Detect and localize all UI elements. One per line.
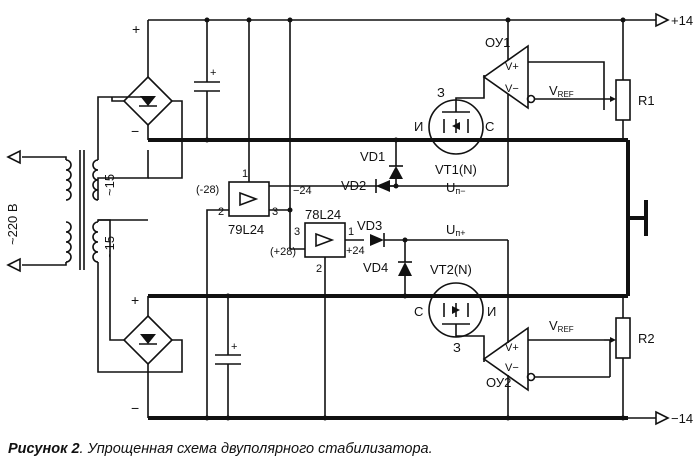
- cap-top-plus: +: [210, 67, 216, 79]
- capacitor-bottom: [215, 296, 241, 418]
- reg-pos-pin3: 3: [294, 226, 300, 238]
- reg-pos-pin1: 1: [348, 226, 354, 238]
- diode-vd2: [375, 179, 508, 193]
- vt1-gate-label: З: [437, 85, 445, 100]
- reg-pos-in-voltage: (+28): [270, 246, 296, 258]
- ou2-vref: VREF: [549, 318, 574, 334]
- output-minus-terminal: [655, 410, 670, 426]
- reg-pos-pin2: 2: [316, 263, 322, 275]
- bridge-rectifier-top: [122, 20, 174, 140]
- u-minus-label: Uп−: [446, 180, 466, 196]
- diode-vd4: [398, 240, 412, 296]
- reg-neg-in-voltage: (-28): [196, 184, 219, 196]
- vd4-label: VD4: [363, 260, 388, 275]
- secondary-top-label: ~15: [102, 174, 117, 196]
- reg-pos-out-voltage: +24: [346, 245, 365, 257]
- ou2-name: ОУ2: [486, 375, 511, 390]
- ou2-vplus: V+: [505, 342, 519, 354]
- output-minus-label: −14: [671, 411, 693, 426]
- vd1-label: VD1: [360, 149, 385, 164]
- bridge-rectifier-bottom: [122, 296, 174, 418]
- reg-pos-name: 78L24: [305, 207, 341, 222]
- vt1-source-label: И: [414, 119, 423, 134]
- vt1-name: VT1(N): [435, 162, 477, 177]
- ou1-name: ОУ1: [485, 35, 510, 50]
- resistor-r2: [615, 317, 631, 359]
- output-plus-label: +14: [671, 13, 693, 28]
- mains-voltage-label: ~220 В: [5, 203, 20, 245]
- bridge-top-plus: +: [132, 21, 140, 37]
- capacitor-top: [194, 20, 220, 140]
- vt2-source-label: И: [487, 304, 496, 319]
- vd2-label: VD2: [341, 178, 366, 193]
- resistor-r1: [615, 79, 631, 121]
- vt2-drain-label: С: [414, 304, 423, 319]
- transistor-vt2: [428, 282, 485, 362]
- reg-neg-pin3: 3: [272, 206, 278, 218]
- vd3-label: VD3: [357, 218, 382, 233]
- vt2-gate-label: З: [453, 340, 461, 355]
- ou2-vminus: V−: [505, 362, 519, 374]
- ou1-vplus: V+: [505, 61, 519, 73]
- r1-label: R1: [638, 93, 655, 108]
- reg-neg-name: 79L24: [228, 222, 264, 237]
- reg-neg-pin1: 1: [242, 168, 248, 180]
- reg-neg-out-voltage: −24: [293, 185, 312, 197]
- transformer: [6, 96, 149, 373]
- ou1-vminus: V−: [505, 83, 519, 95]
- diode-vd3: [370, 233, 508, 247]
- r2-label: R2: [638, 331, 655, 346]
- regulator-78l24: [304, 222, 346, 258]
- op-amp-ou1: [482, 20, 610, 186]
- op-amp-ou2: [482, 240, 610, 418]
- transistor-vt1: [428, 75, 485, 155]
- vt2-name: VT2(N): [430, 262, 472, 277]
- caption-text: . Упрощенная схема двуполярного стабилиз…: [79, 441, 433, 457]
- figure-caption: Рисунок 2. Упрощенная схема двуполярного…: [8, 441, 433, 457]
- u-plus-label: Uп+: [446, 222, 466, 238]
- diode-vd1: [389, 140, 403, 186]
- caption-label: Рисунок 2: [8, 441, 80, 457]
- vt1-drain-label: С: [485, 119, 494, 134]
- regulator-79l24: [228, 181, 270, 217]
- bridge-bottom-minus: −: [131, 400, 139, 416]
- bridge-top-minus: −: [131, 123, 139, 139]
- bridge-bottom-plus: +: [131, 292, 139, 308]
- output-plus-terminal: [655, 12, 670, 28]
- ou1-vref: VREF: [549, 83, 574, 99]
- reg-neg-pin2: 2: [218, 206, 224, 218]
- cap-bottom-plus: +: [231, 341, 237, 353]
